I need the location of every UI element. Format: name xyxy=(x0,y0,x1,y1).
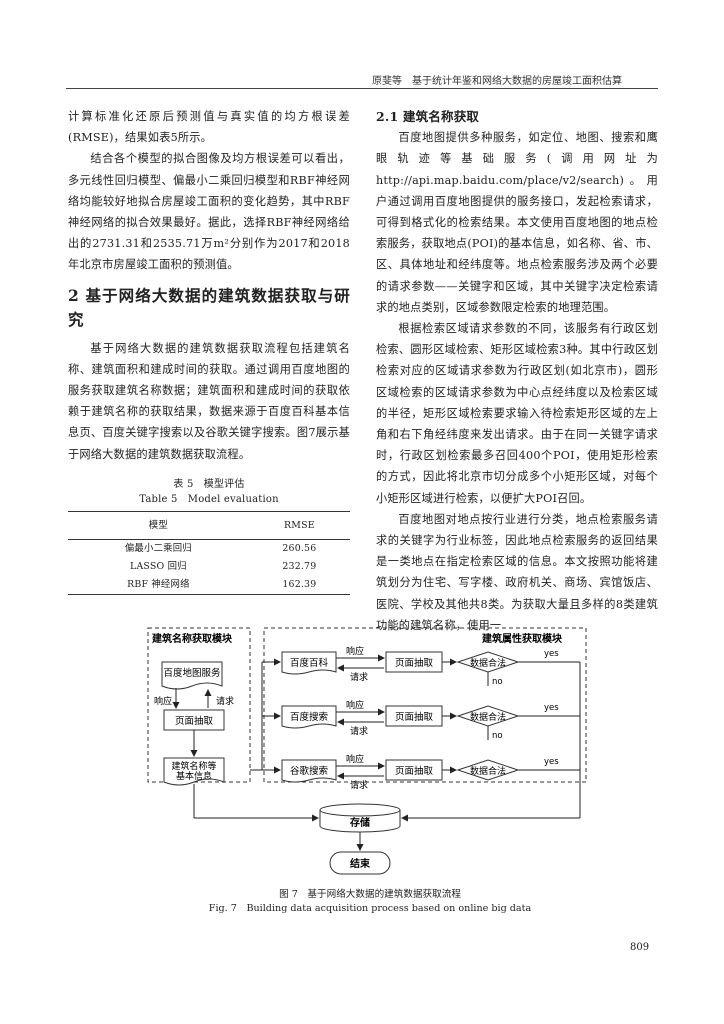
yes-label: yes xyxy=(544,703,559,713)
document-shape xyxy=(163,757,225,786)
name-info-label: 建筑名称等 xyxy=(171,760,216,772)
paragraph: 百度地图提供多种服务，如定位、地图、搜索和鹰眼轨迹等基础服务(调用网址为http… xyxy=(376,131,658,314)
table-cell: LASSO 回归 xyxy=(130,561,187,573)
table-cell: 偏最小二乘回归 xyxy=(124,543,192,555)
left-column: 计算标准化还原后预测值与真实值的均方根误差(RMSE)，结果如表5所示。 结合各… xyxy=(68,106,350,596)
request-label: 请求 xyxy=(350,779,368,791)
page-parse-label: 页面抽取 xyxy=(395,657,434,669)
yes-label: yes xyxy=(544,757,559,767)
table-header: RMSE xyxy=(248,510,350,541)
request-label: 请求 xyxy=(216,695,234,707)
right-column: 2.1 建筑名称获取 百度地图提供多种服务，如定位、地图、搜索和鹰眼轨迹等基础服… xyxy=(376,106,658,636)
figure-caption-cn: 图 7 基于网络大数据的建筑数据获取流程 xyxy=(279,889,461,900)
paragraph: 根据检索区域请求参数的不同，该服务有行政区划检索、圆形区域检索、矩形区域检索3种… xyxy=(376,322,658,505)
name-module-box xyxy=(147,627,251,783)
document-shape xyxy=(281,705,337,729)
paragraph: 百度地图对地点按行业进行分类，地点检索服务请求的关键字为行业标签，因此地点检索服… xyxy=(376,512,658,632)
page-parse-label: 页面抽取 xyxy=(395,765,434,777)
document-shape xyxy=(161,661,223,690)
table-caption: 表 5 模型评估 Table 5 Model evaluation xyxy=(68,477,350,507)
attribute-module-box xyxy=(263,627,587,783)
no-label: no xyxy=(492,677,503,687)
source-label: 百度百科 xyxy=(290,657,329,669)
table-cell: 260.56 xyxy=(282,543,317,555)
table-row: RBF 神经网络 162.39 xyxy=(68,576,350,596)
subsection-title: 2.1 建筑名称获取 xyxy=(376,109,480,124)
source-label: 百度搜索 xyxy=(290,711,328,723)
end-label: 结束 xyxy=(350,857,371,870)
paragraph: 结合各个模型的拟合图像及均方根误差可以看出，多元线性回归模型、偏最小二乘回归模型… xyxy=(68,152,350,272)
response-label: 响应 xyxy=(346,753,364,765)
storage-label: 存储 xyxy=(350,816,370,829)
module-label: 建筑名称获取模块 xyxy=(151,632,233,645)
table-header: 模型 xyxy=(68,510,249,541)
name-info-label: 基本信息 xyxy=(176,770,212,782)
running-header: 原斐等 基于统计年鉴和网络大数据的房屋竣工面积估算 xyxy=(372,76,622,87)
paragraph: 基于网络大数据的建筑数据获取流程包括建筑名称、建筑面积和建成时间的获取。通过调用… xyxy=(68,341,350,461)
table-cell: RBF 神经网络 xyxy=(68,576,249,596)
document-shape xyxy=(281,651,337,675)
table-caption-en: Table 5 Model evaluation xyxy=(139,493,279,505)
data-check-label: 数据合法 xyxy=(470,711,506,723)
response-label: 响应 xyxy=(154,695,172,707)
request-label: 请求 xyxy=(350,725,368,737)
document-shape xyxy=(281,759,337,783)
table-row: 偏最小二乘回归 260.56 xyxy=(68,540,350,559)
figure-caption-en: Fig. 7 Building data acquisition process… xyxy=(208,903,532,914)
module-label: 建筑属性获取模块 xyxy=(481,632,563,645)
data-check-label: 数据合法 xyxy=(470,657,506,669)
baidu-map-service-label: 百度地图服务 xyxy=(163,667,221,679)
section-title: 2 基于网络大数据的建筑数据获取与研究 xyxy=(68,285,350,329)
flowchart-figure: 建筑名称获取模块 百度地图服务 响应 请求 页面抽取 建筑名称等 基本信息 建筑… xyxy=(147,627,587,875)
table-caption-cn: 表 5 模型评估 xyxy=(173,478,245,490)
page-number: 809 xyxy=(630,942,650,953)
header-rule xyxy=(66,88,658,89)
table-cell: 232.79 xyxy=(282,561,317,573)
request-label: 请求 xyxy=(350,671,368,683)
storage-cylinder-top xyxy=(319,803,401,817)
source-label: 谷歌搜索 xyxy=(290,765,328,777)
end-terminal xyxy=(329,851,391,875)
paragraph: 计算标准化还原后预测值与真实值的均方根误差(RMSE)，结果如表5所示。 xyxy=(68,110,350,145)
figure-caption: 图 7 基于网络大数据的建筑数据获取流程 Fig. 7 Building dat… xyxy=(140,888,600,916)
response-label: 响应 xyxy=(346,699,364,711)
page-parse-label: 页面抽取 xyxy=(395,711,434,723)
yes-label: yes xyxy=(544,649,559,659)
data-check-label: 数据合法 xyxy=(470,765,506,777)
table-cell: 162.39 xyxy=(248,576,350,596)
response-label: 响应 xyxy=(346,645,364,657)
page-parse-label: 页面抽取 xyxy=(175,715,214,727)
no-label: no xyxy=(492,731,503,741)
model-evaluation-table: 模型 RMSE 偏最小二乘回归 260.56 LASSO 回归 232.79 R… xyxy=(68,510,350,596)
table-row: LASSO 回归 232.79 xyxy=(68,558,350,576)
